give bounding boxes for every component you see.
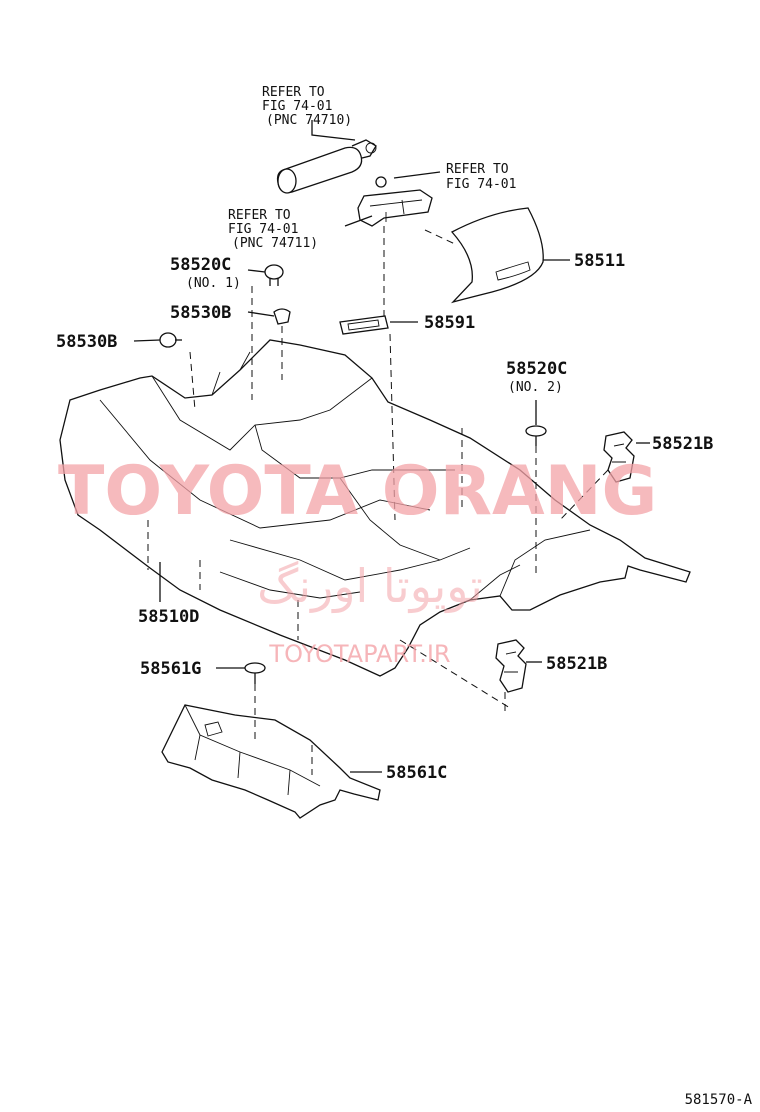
reference-right-line2: FIG 74-01 xyxy=(446,177,516,192)
watermark-site: TOYOTAPART.IR xyxy=(268,640,450,668)
watermark: TOYOTA ORANG تویوتا اورنگ TOYOTAPART.IR xyxy=(58,452,657,668)
assembly-lines xyxy=(147,226,609,775)
reference-middle-line2: FIG 74-01 xyxy=(228,222,298,237)
part-label-58510d: 58510D xyxy=(138,607,199,627)
clip-58530b-a-drawing xyxy=(273,308,291,325)
reference-middle-line1: REFER TO xyxy=(228,208,291,223)
reference-right-line1: REFER TO xyxy=(446,162,509,177)
clip-58521b-upper-drawing xyxy=(603,431,635,483)
extinguisher-bracket-drawing xyxy=(357,176,433,227)
part-label-58530b-b: 58530B xyxy=(56,332,117,352)
reference-top-line3: (PNC 74710) xyxy=(266,113,352,128)
reference-right: REFER TO FIG 74-01 xyxy=(446,162,516,192)
clip-58530b-b-drawing xyxy=(159,332,182,348)
reference-middle: REFER TO FIG 74-01 (PNC 74711) xyxy=(228,208,318,251)
reference-top: REFER TO FIG 74-01 (PNC 74710) xyxy=(262,85,352,128)
part-note-58520c-no2: (NO. 2) xyxy=(508,380,563,395)
part-label-58591: 58591 xyxy=(424,313,475,333)
leader-lines xyxy=(133,120,650,773)
plate-58591-drawing xyxy=(339,315,389,335)
fire-extinguisher-drawing xyxy=(276,139,377,194)
clip-58520c-no1-drawing xyxy=(264,264,284,286)
clip-58561g-drawing xyxy=(244,662,266,684)
part-note-58520c-no1: (NO. 1) xyxy=(186,276,241,291)
part-label-58530b-a: 58530B xyxy=(170,303,231,323)
part-label-58521b-upper: 58521B xyxy=(652,434,713,454)
part-label-58521b-lower: 58521B xyxy=(546,654,607,674)
watermark-brand: TOYOTA ORANG xyxy=(58,452,657,531)
part-label-58520c-no1: 58520C xyxy=(170,255,231,275)
reference-top-line2: FIG 74-01 xyxy=(262,99,332,114)
clip-58521b-lower-drawing xyxy=(495,639,527,693)
diagram-code: 581570-A xyxy=(685,1092,753,1108)
part-label-58520c-no2: 58520C xyxy=(506,359,567,379)
clip-58520c-no2-drawing xyxy=(525,425,547,446)
part-labels: 58511 58520C (NO. 1) 58530B 58530B 58591… xyxy=(56,251,713,783)
reference-middle-line3: (PNC 74711) xyxy=(232,236,318,251)
part-label-58511: 58511 xyxy=(574,251,625,271)
cover-58511-drawing xyxy=(450,207,544,304)
reference-top-line1: REFER TO xyxy=(262,85,325,100)
part-label-58561c: 58561C xyxy=(386,763,447,783)
part-label-58561g: 58561G xyxy=(140,659,201,679)
under-tray-58561c-drawing xyxy=(161,704,381,819)
watermark-persian: تویوتا اورنگ xyxy=(257,559,483,614)
floor-carpet-58510d-drawing xyxy=(59,339,691,677)
